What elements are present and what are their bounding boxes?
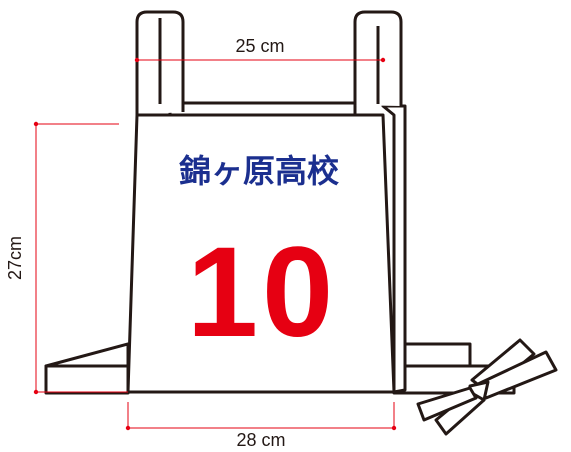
right-shoulder-strap [353, 10, 403, 106]
top-width-dimension: 25 cm [134, 36, 386, 63]
school-name: 錦ヶ原高校 [179, 152, 339, 190]
height-label: 27cm [5, 236, 25, 280]
left-side-flap [44, 342, 130, 395]
top-width-label: 25 cm [235, 36, 284, 56]
bottom-width-label: 28 cm [236, 430, 285, 450]
left-shoulder-strap [135, 10, 185, 115]
bottom-width-dimension: 28 cm [125, 402, 397, 450]
tie-bow [416, 338, 558, 436]
bib-number: 10 [187, 221, 337, 364]
height-dimension: 27cm [5, 121, 128, 395]
front-panel [126, 113, 396, 394]
